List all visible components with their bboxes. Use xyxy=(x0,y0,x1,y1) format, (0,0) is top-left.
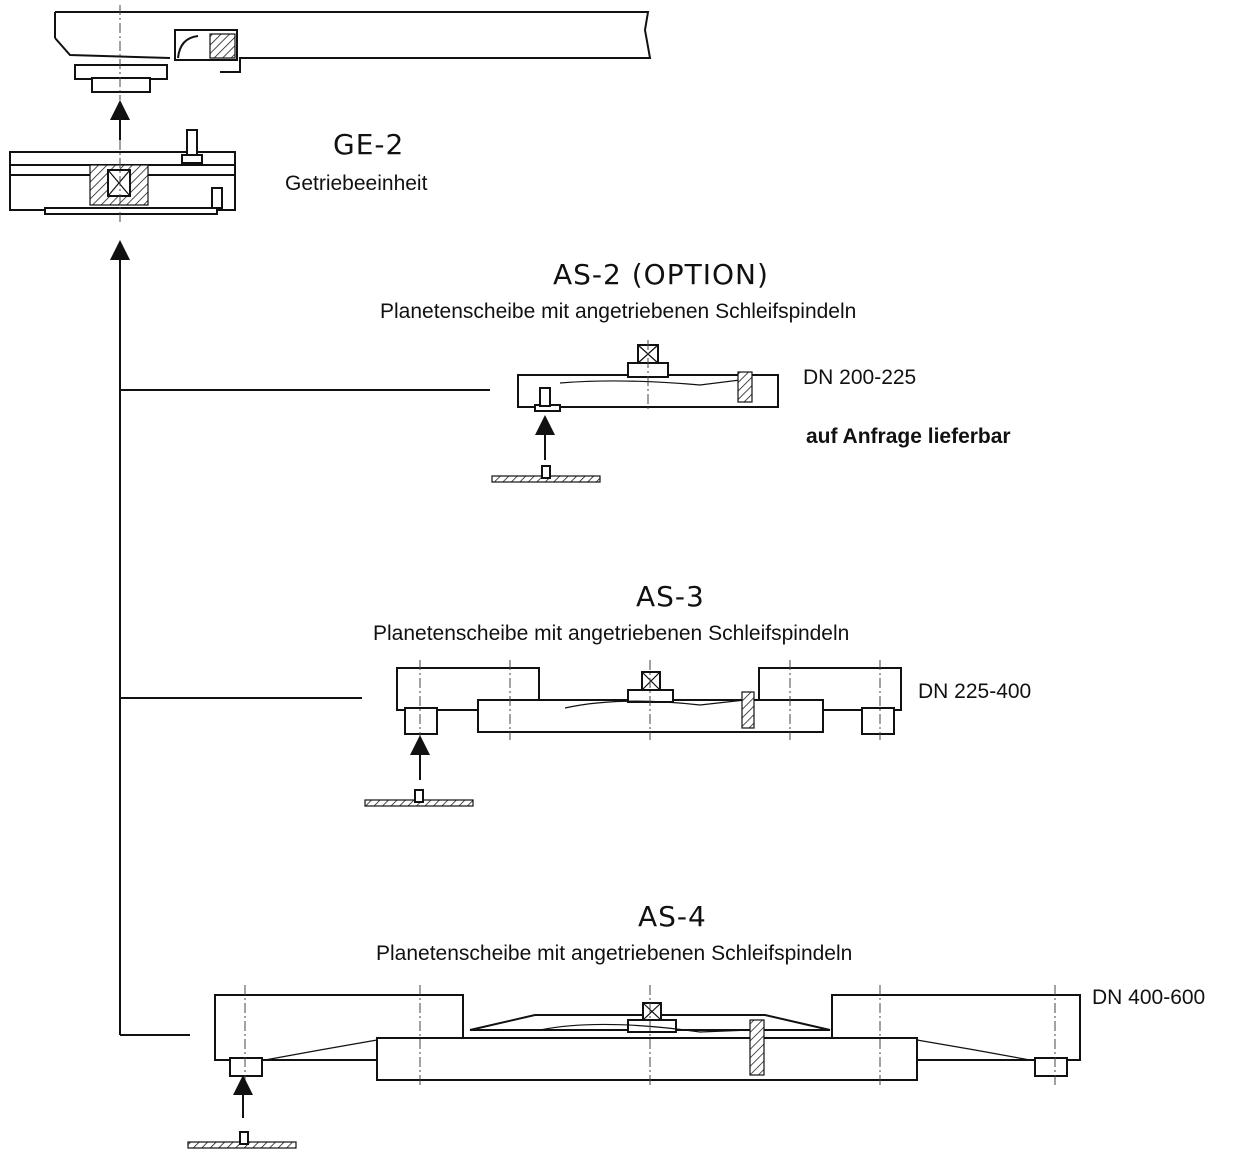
machine-arm xyxy=(54,5,652,100)
as3-subtitle: Planetenscheibe mit angetriebenen Schlei… xyxy=(373,622,850,645)
as3-plate-drawing xyxy=(364,660,902,807)
as4-subtitle: Planetenscheibe mit angetriebenen Schlei… xyxy=(376,942,853,965)
as4-size: DN 400-600 xyxy=(1092,986,1206,1009)
ge2-subtitle: Getriebeeinheit xyxy=(285,172,428,195)
as2-size: DN 200-225 xyxy=(803,366,917,389)
as2-subtitle: Planetenscheibe mit angetriebenen Schlei… xyxy=(380,300,857,323)
as4-plate-drawing xyxy=(187,985,1081,1149)
as2-availability-note: auf Anfrage lieferbar xyxy=(806,425,1011,448)
as2-plate-drawing xyxy=(491,340,779,483)
as3-size: DN 225-400 xyxy=(918,680,1032,703)
ge2-title: GE-2 xyxy=(333,128,405,161)
as4-title: AS-4 xyxy=(638,900,707,933)
ge2-gear-unit-drawing xyxy=(9,129,236,222)
as2-title: AS-2 (OPTION) xyxy=(553,258,769,291)
as3-title: AS-3 xyxy=(636,580,705,613)
assembly-flow-lines xyxy=(110,240,490,1036)
